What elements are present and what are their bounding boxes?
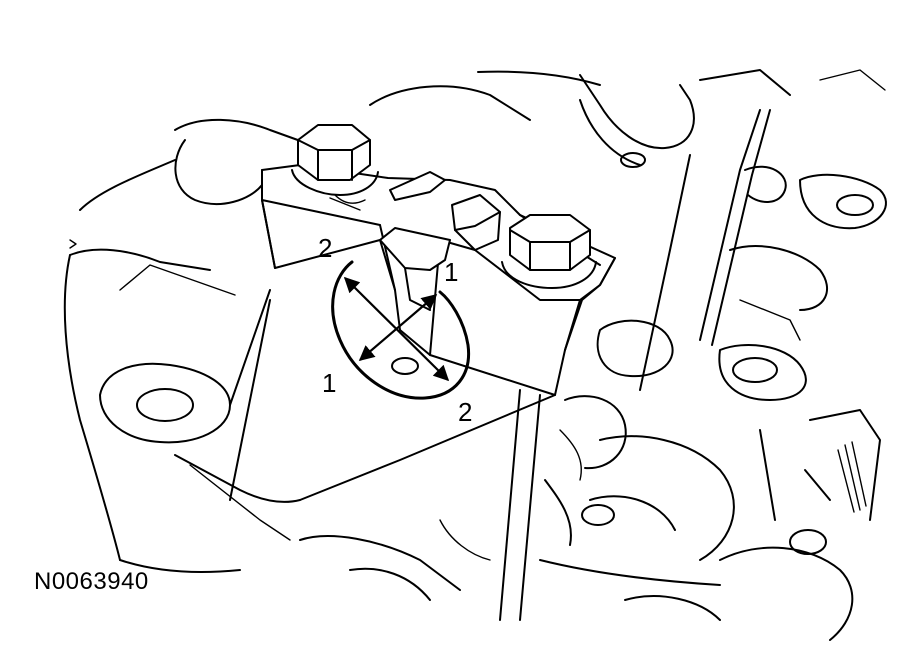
bolt-left xyxy=(291,124,379,196)
bolt-right xyxy=(501,214,597,289)
measurement-arrow-2 xyxy=(343,276,450,382)
callout-2-top-left: 2 xyxy=(318,233,332,263)
camshaft-journal-rails xyxy=(229,299,556,621)
cylinder-head-casting xyxy=(63,118,321,573)
bearing-cap xyxy=(261,164,616,396)
callout-1-top-right: 1 xyxy=(444,257,458,287)
callout-1-bottom-left: 1 xyxy=(322,368,336,398)
callout-2-bottom-right: 2 xyxy=(458,397,472,427)
lower-right-casting xyxy=(539,395,881,641)
rear-casting-features xyxy=(369,69,887,401)
figure-id-label: N0063940 xyxy=(34,568,149,595)
